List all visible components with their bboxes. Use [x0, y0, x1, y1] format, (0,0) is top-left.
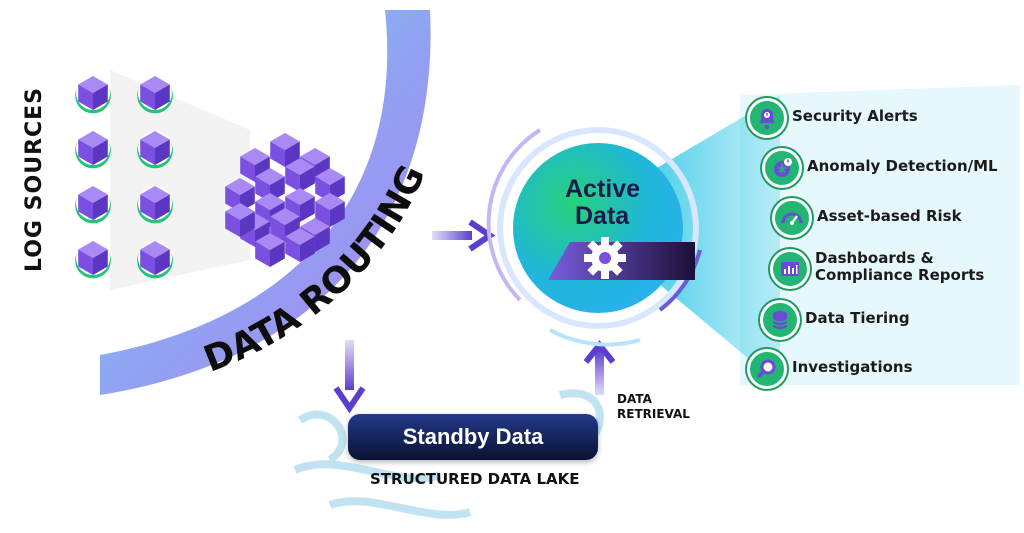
active-data-rings	[486, 127, 702, 347]
active-data-title-line1: Active	[565, 175, 641, 203]
cluster-cube-icon	[255, 233, 285, 267]
cluster-cube-icon	[285, 158, 315, 192]
data-retrieval-line2: RETRIEVAL	[617, 407, 690, 421]
dashboards-label-line2: Compliance Reports	[815, 266, 985, 284]
standby-data-label: Standby Data	[402, 424, 544, 449]
cube-cluster-icon	[225, 133, 345, 267]
magnifier-icon	[747, 349, 787, 389]
log-source-cubes	[75, 76, 173, 279]
log-source-cube-icon	[75, 186, 111, 224]
log-sources-label: LOG SOURCES	[22, 86, 47, 272]
output-beam-fan	[740, 85, 1020, 385]
brain-alert-icon	[762, 148, 802, 188]
cluster-cube-icon	[315, 193, 345, 227]
data-retrieval-line1: DATA	[617, 392, 652, 406]
security-alerts-label: Security Alerts	[792, 107, 918, 125]
log-source-cube-icon	[75, 241, 111, 279]
active-data-title-line2: Data	[575, 202, 630, 230]
log-source-cube-icon	[75, 131, 111, 169]
log-source-cube-icon	[137, 76, 173, 114]
log-source-cube-icon	[137, 241, 173, 279]
anomaly-detection-label: Anomaly Detection/ML	[807, 157, 998, 175]
log-source-cube-icon	[75, 76, 111, 114]
routing-arc	[100, 10, 431, 395]
cluster-cube-icon	[225, 203, 255, 237]
arrow-down-to-standby	[333, 340, 366, 414]
data-tiering-label: Data Tiering	[805, 309, 910, 327]
dashboard-icon	[770, 249, 810, 289]
log-source-cube-icon	[137, 186, 173, 224]
log-source-cube-icon	[137, 131, 173, 169]
database-icon	[760, 300, 800, 340]
investigations-label: Investigations	[792, 358, 913, 376]
arrow-up-retrieval	[583, 340, 616, 395]
gear-icon	[584, 237, 626, 279]
bell-alert-icon	[747, 98, 787, 138]
asset-based-risk-label: Asset-based Risk	[817, 207, 962, 225]
standby-data-box: Standby Data	[348, 414, 598, 460]
cluster-cube-icon	[285, 228, 315, 262]
cluster-cube-icon	[240, 148, 270, 182]
structured-data-lake-caption: STRUCTURED DATA LAKE	[370, 470, 580, 488]
light-rays	[110, 70, 250, 290]
dashboards-label-line1: Dashboards &	[815, 249, 934, 267]
gauge-icon	[772, 198, 812, 238]
arrow-right-to-active	[432, 219, 496, 252]
